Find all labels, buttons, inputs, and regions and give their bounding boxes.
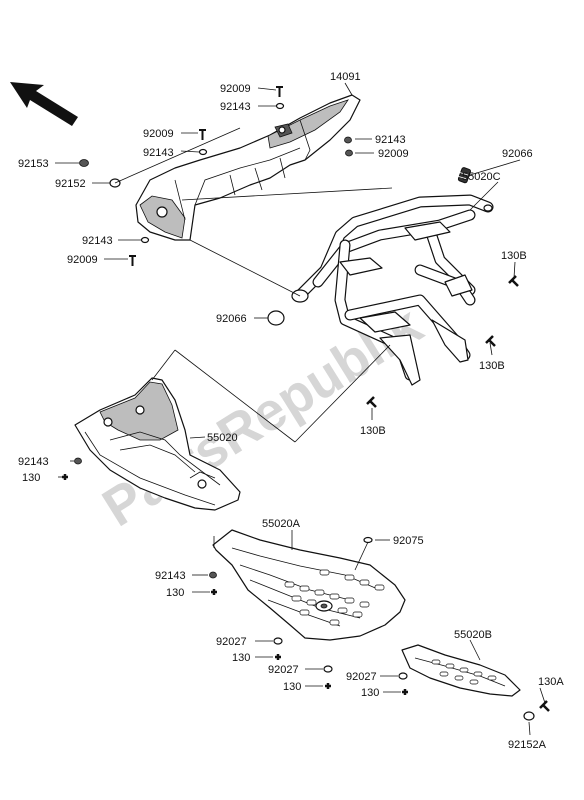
frame-55020c-part bbox=[291, 194, 494, 386]
label-92153: 92153 bbox=[18, 158, 49, 170]
label-55020b: 55020B bbox=[454, 629, 492, 641]
label-92066: 92066 bbox=[502, 148, 533, 160]
hardware-screws bbox=[62, 86, 550, 721]
label-92143: 92143 bbox=[155, 570, 186, 582]
label-92143: 92143 bbox=[143, 147, 174, 159]
label-92027: 92027 bbox=[216, 636, 247, 648]
label-92143: 92143 bbox=[220, 101, 251, 113]
guard-14091-part bbox=[135, 94, 361, 241]
label-92027: 92027 bbox=[346, 671, 377, 683]
label-92066: 92066 bbox=[216, 313, 247, 325]
arrow-up-left-icon bbox=[10, 82, 78, 126]
part-labels: 14091 92009 92143 92009 92143 92143 9200… bbox=[18, 71, 564, 751]
label-130: 130 bbox=[232, 652, 250, 664]
label-130: 130 bbox=[283, 681, 301, 693]
label-130: 130 bbox=[22, 472, 40, 484]
label-130b: 130B bbox=[479, 360, 505, 372]
label-92009: 92009 bbox=[378, 148, 409, 160]
label-55020: 55020 bbox=[207, 432, 238, 444]
skid-plate-55020-part bbox=[74, 377, 241, 511]
label-92009: 92009 bbox=[220, 83, 251, 95]
cap-92066-bottom bbox=[267, 310, 285, 326]
skid-plate-55020a-part bbox=[212, 529, 406, 641]
label-92143: 92143 bbox=[82, 235, 113, 247]
label-130: 130 bbox=[361, 687, 379, 699]
skid-plate-55020b-part bbox=[401, 644, 521, 697]
label-92009: 92009 bbox=[143, 128, 174, 140]
label-92143: 92143 bbox=[18, 456, 49, 468]
label-92152: 92152 bbox=[55, 178, 86, 190]
label-92027: 92027 bbox=[268, 664, 299, 676]
label-55020c: 55020C bbox=[462, 171, 501, 183]
label-130b: 130B bbox=[360, 425, 386, 437]
label-92075: 92075 bbox=[393, 535, 424, 547]
label-130a: 130A bbox=[538, 676, 564, 688]
label-92009: 92009 bbox=[67, 254, 98, 266]
label-92143: 92143 bbox=[375, 134, 406, 146]
label-130: 130 bbox=[166, 587, 184, 599]
label-92152a: 92152A bbox=[508, 739, 547, 751]
cap-92066-top bbox=[456, 167, 472, 184]
leader-lines bbox=[55, 82, 546, 736]
label-130b: 130B bbox=[501, 250, 527, 262]
label-14091: 14091 bbox=[330, 71, 361, 83]
label-55020a: 55020A bbox=[262, 518, 301, 530]
